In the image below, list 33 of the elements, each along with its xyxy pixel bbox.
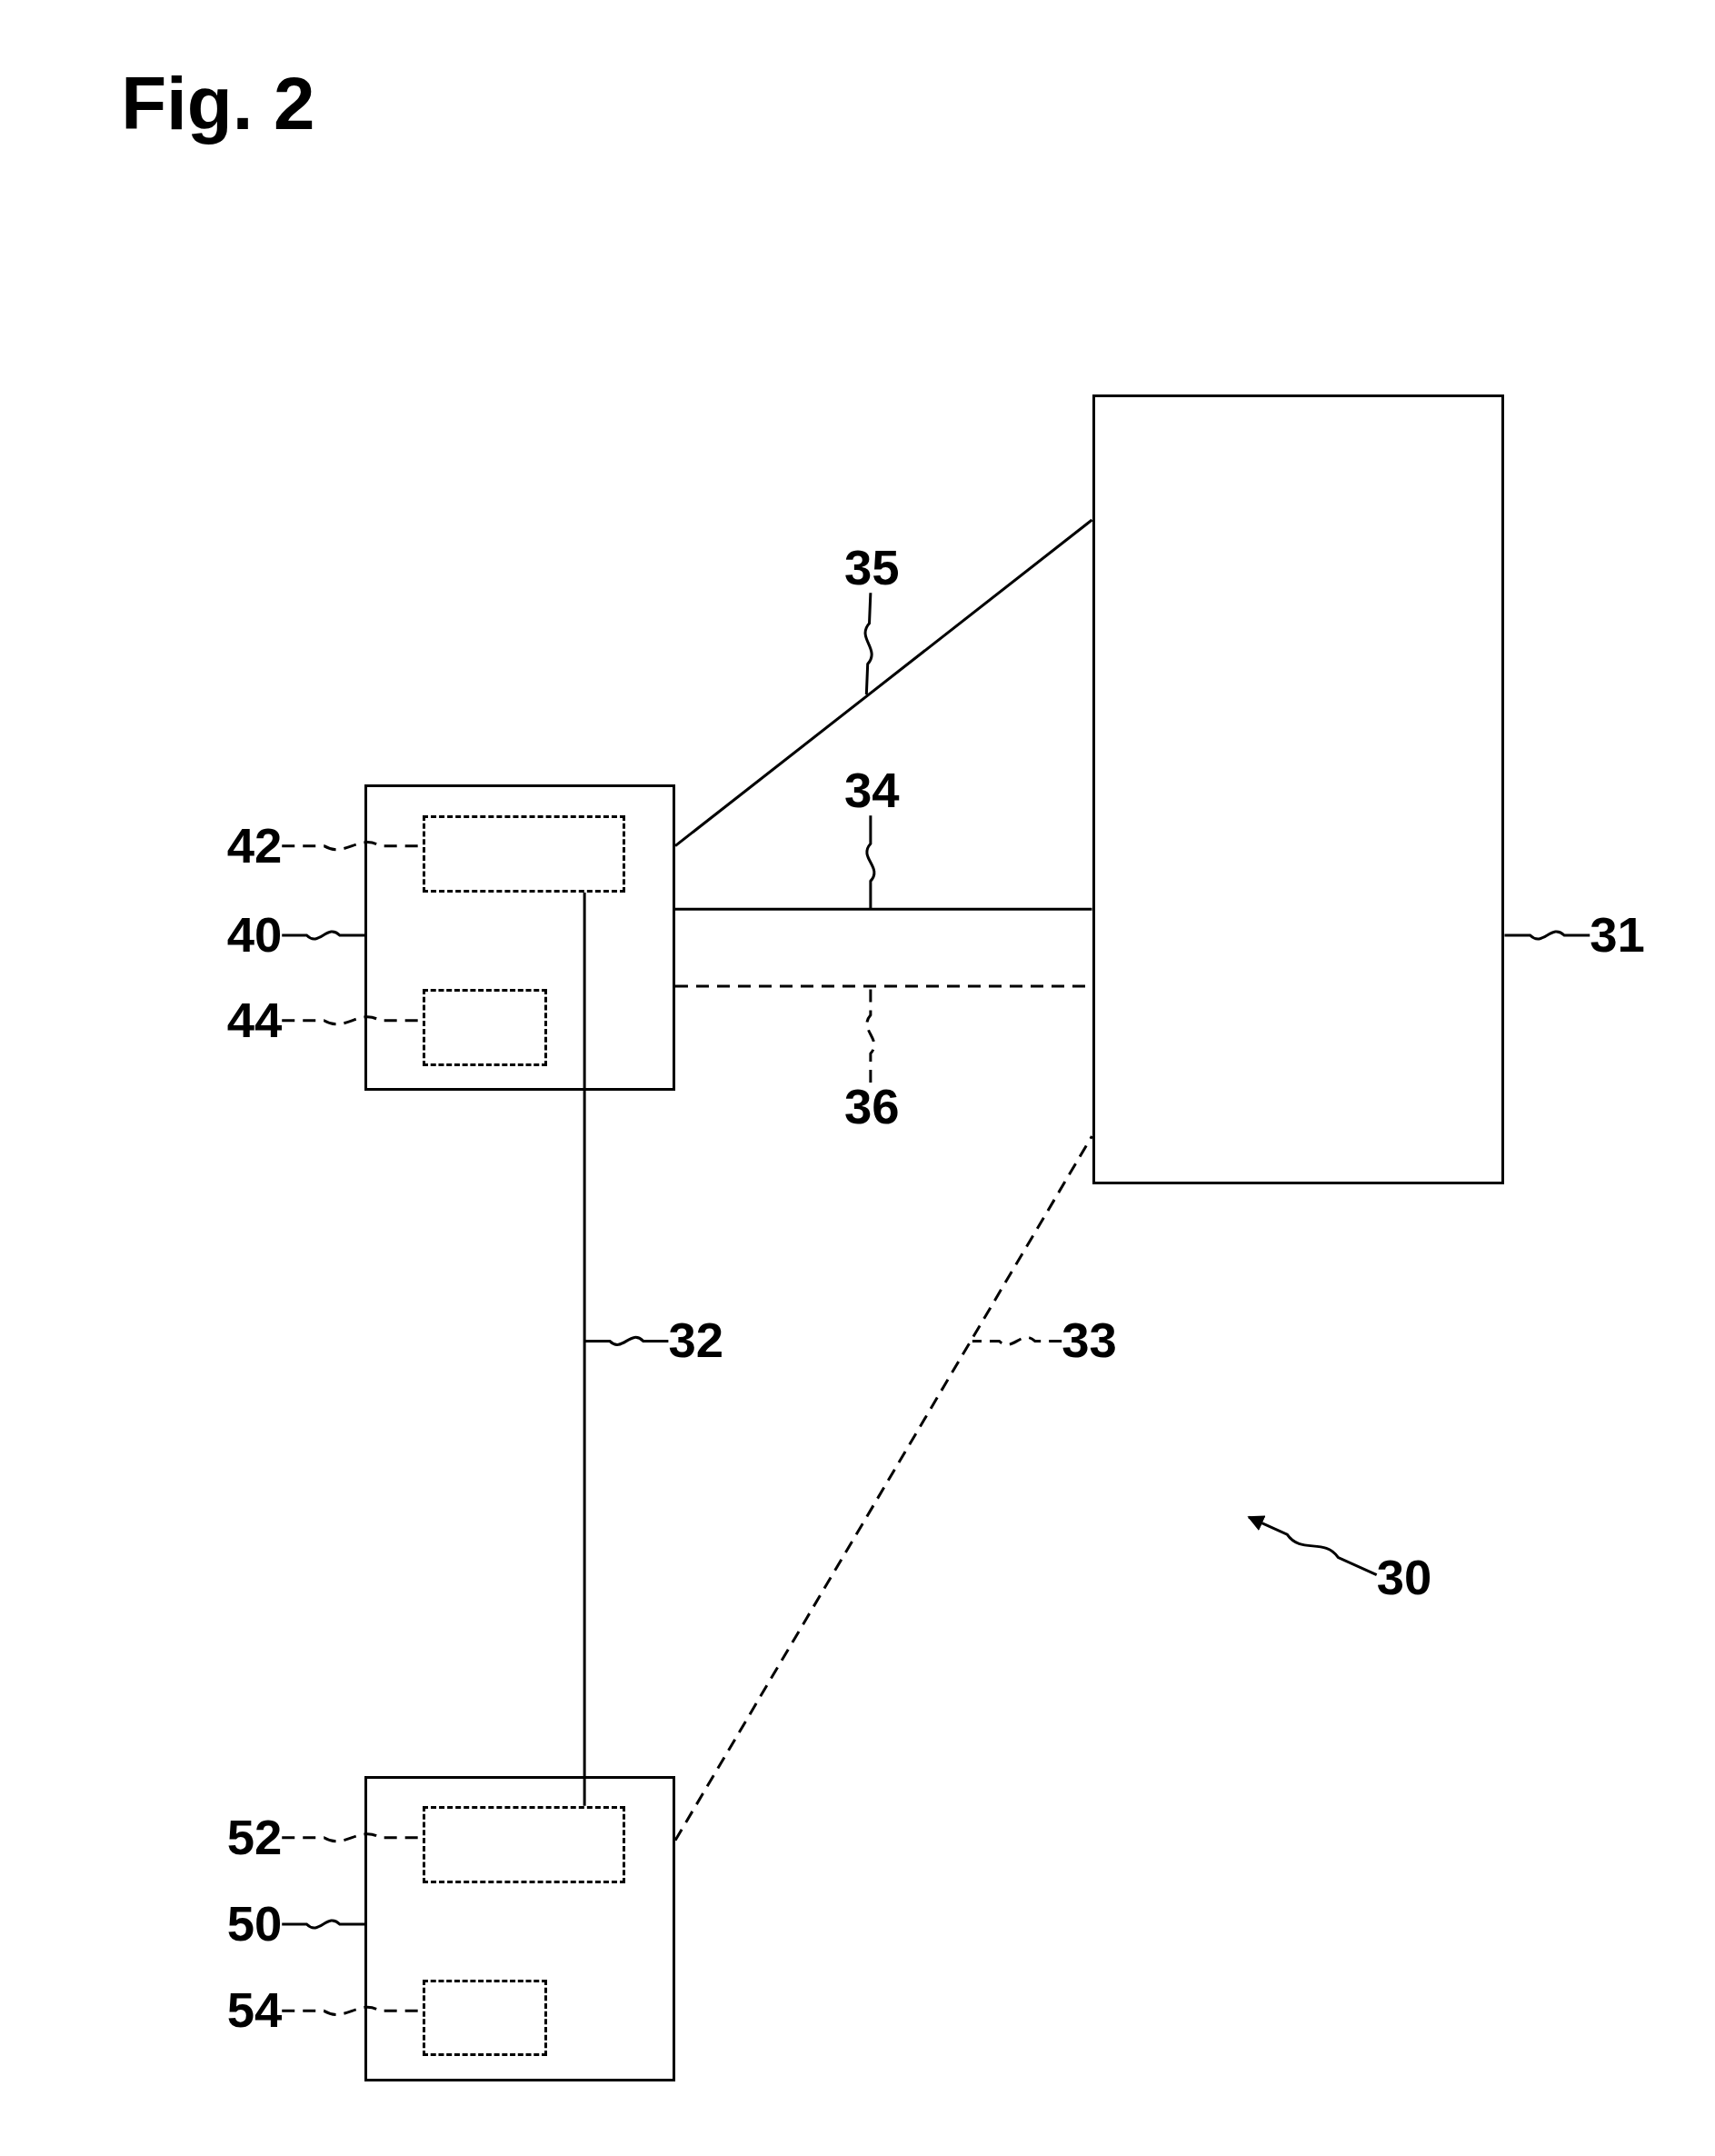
- leader-line: [865, 815, 876, 910]
- leader-line: [865, 986, 876, 1083]
- leader-line: [584, 1335, 669, 1346]
- leader-line: [972, 1335, 1062, 1346]
- connection-line: [675, 907, 1092, 911]
- reference-numeral: 54: [226, 1986, 283, 2036]
- reference-numeral: 52: [226, 1812, 283, 1862]
- reference-numeral: 36: [844, 1082, 900, 1133]
- reference-numeral: 32: [668, 1316, 723, 1366]
- connection-line: [674, 518, 1093, 847]
- reference-numeral: 44: [226, 995, 283, 1046]
- connection-line: [673, 1135, 1093, 1842]
- reference-numeral: 50: [226, 1899, 283, 1950]
- sub-unit-box: [422, 988, 548, 1066]
- unit-box: [364, 784, 675, 1091]
- unit-box: [1092, 394, 1505, 1184]
- leader-line: [1504, 930, 1590, 941]
- sub-unit-box: [422, 1805, 626, 1883]
- leader-line: [863, 593, 873, 695]
- reference-numeral: 33: [1062, 1316, 1117, 1366]
- reference-numeral: 34: [844, 765, 900, 816]
- leader-line: [282, 1919, 364, 1930]
- reference-numeral: 30: [1376, 1552, 1432, 1602]
- leader-line: [282, 930, 364, 941]
- unit-box: [364, 1775, 675, 2081]
- reference-numeral: 42: [226, 821, 283, 871]
- sub-unit-box: [422, 815, 626, 893]
- arrow: [1247, 1515, 1378, 1576]
- reference-numeral: 31: [1590, 910, 1645, 961]
- reference-numeral: 35: [844, 543, 900, 594]
- reference-numeral: 40: [226, 910, 283, 961]
- sub-unit-box: [422, 1979, 548, 2057]
- connection-line: [583, 893, 586, 1806]
